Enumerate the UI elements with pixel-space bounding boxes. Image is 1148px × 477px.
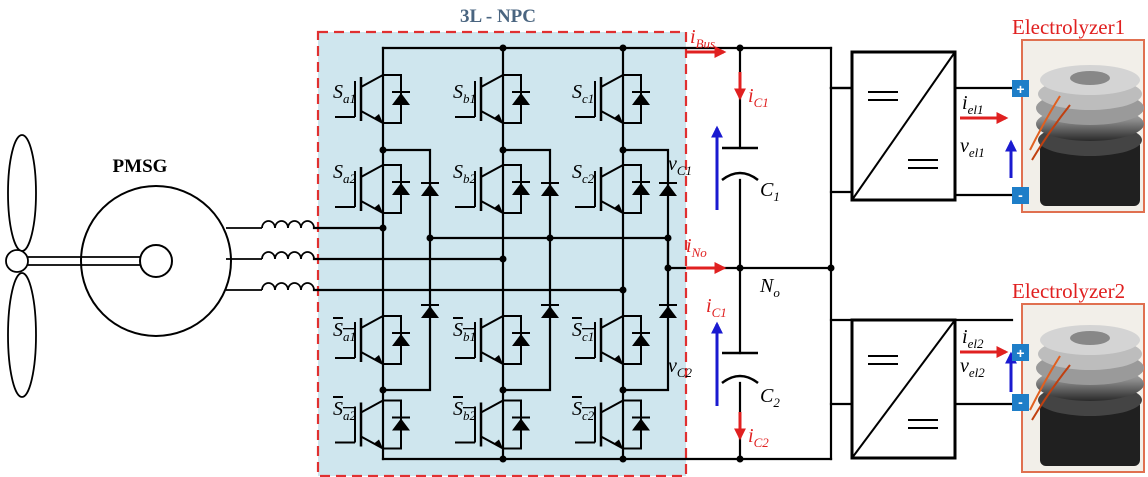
i-c1-mid-label: iC1 [706,295,727,320]
electrolyzer-2-photo [1021,303,1145,473]
inductor-b [261,251,315,260]
pmsg-label: PMSG [113,156,168,177]
wind-turbine-icon [5,134,82,398]
igbt-sc2 [575,150,650,228]
switch-label-sc1: Sc1 [572,81,594,106]
i-c1-top-label: iC1 [748,85,769,110]
igbt-switches [335,48,650,459]
electrolyzer-1-title: Electrolyzer1 [1012,15,1125,39]
circuit-nodes [379,44,835,463]
igbt-sb2-bar [455,390,530,459]
electrolyzer-2-title: Electrolyzer2 [1012,279,1125,303]
c1-label: C1 [760,179,780,204]
capacitor-c1 [721,146,759,182]
igbt-sb1-bar [455,290,530,390]
igbt-sa2-bar [335,390,410,459]
switch-label-sb2-bar: Sb2 [453,398,477,423]
igbt-sa2 [335,150,410,228]
switch-label-sc2: Sc2 [572,161,595,186]
switch-label-sc2-bar: Sc2 [572,398,595,423]
i-el2-label: iel2 [962,326,984,351]
igbt-sc1-bar [575,290,650,390]
i-el1-label: iel1 [962,92,983,117]
switch-label-sa1: Sa1 [333,81,356,106]
switch-label-sb2: Sb2 [453,161,477,186]
switch-label-sb1-bar: Sb1 [453,319,476,344]
pmsg-generator [80,185,232,337]
v-el2-label: vel2 [960,355,985,380]
svg-text:+: + [1016,81,1024,97]
igbt-sc1 [575,48,650,150]
electrolyzer-1-plus-terminal: + [1012,80,1029,97]
switch-labels: Sa1 Sb1 Sc1 Sa2 Sb2 Sc2 Sa1 Sb1 Sc1 Sa2 … [333,81,595,423]
igbt-sa1 [335,48,410,150]
inductor-a [261,220,315,229]
neutral-point-label: No [759,275,780,300]
i-c2-label: iC2 [748,425,769,450]
igbt-sc2-bar [575,390,650,459]
i-no-label: iNo [686,235,707,260]
electrolyzer-2-plus-terminal: + [1012,344,1029,361]
dc-dc-converter-2 [850,318,957,460]
capacitor-c2 [721,351,759,385]
switch-label-sb1: Sb1 [453,81,476,106]
i-bus-label: iBus [690,26,715,51]
clamp-diode-c1 [659,182,677,196]
dc-dc-converter-1 [850,50,957,202]
clamp-diode-c2 [659,304,677,318]
electrolyzer-1-photo [1021,39,1145,213]
clamp-diode-b2 [541,304,559,318]
npc-title: 3L - NPC [460,6,536,27]
c2-label: C2 [760,385,780,410]
v-el1-label: vel1 [960,135,985,160]
inductor-c [261,282,315,291]
clamp-diode-a1 [421,182,439,196]
switch-label-sa2-bar: Sa2 [333,398,357,423]
svg-text:+: + [1016,345,1024,361]
v-c2-label: vC2 [668,355,693,380]
clamp-diode-a2 [421,304,439,318]
v-c1-label: vC1 [668,153,692,178]
electrolyzer-2-minus-terminal: - [1012,394,1029,411]
svg-text:-: - [1018,187,1023,203]
switch-label-sc1-bar: Sc1 [572,319,594,344]
igbt-sb2 [455,150,530,228]
switch-label-sa1-bar: Sa1 [333,319,356,344]
switch-label-sa2: Sa2 [333,161,357,186]
igbt-sa1-bar [335,290,410,390]
igbt-sb1 [455,48,530,150]
electrolyzer-1-minus-terminal: - [1012,187,1029,204]
svg-text:-: - [1018,394,1023,410]
clamp-diode-b1 [541,182,559,196]
